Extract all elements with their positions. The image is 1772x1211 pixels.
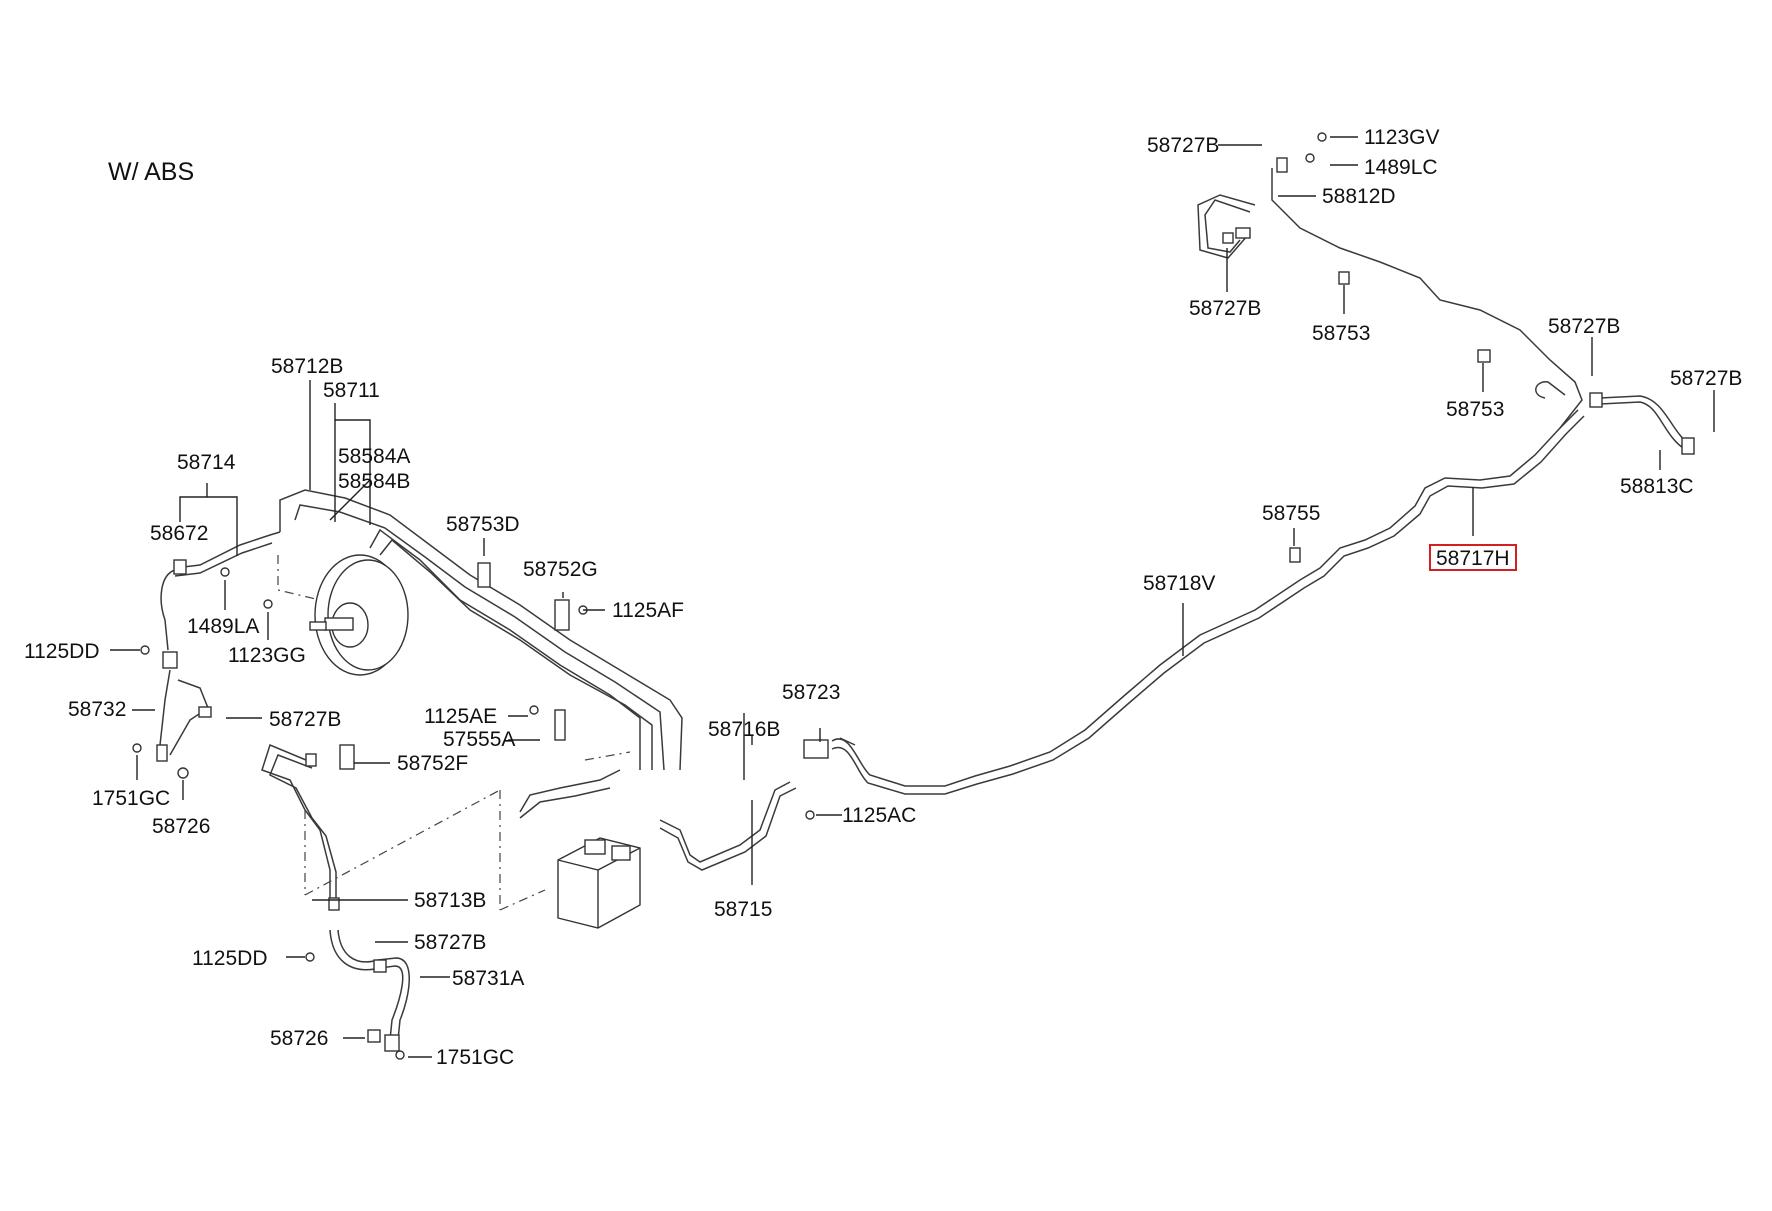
- diagram-title: W/ ABS: [108, 158, 194, 186]
- label-1125dd-left[interactable]: 1125DD: [24, 640, 100, 663]
- label-58753d[interactable]: 58753D: [446, 513, 520, 536]
- label-58715[interactable]: 58715: [714, 898, 772, 921]
- highlight-58717h: [1429, 544, 1517, 571]
- brake-booster: [309, 554, 409, 676]
- abs-inlet-lines: [519, 769, 621, 819]
- label-1751gc-bottom[interactable]: 1751GC: [436, 1046, 514, 1069]
- abs-to-58715-b: [659, 787, 797, 871]
- label-1489la[interactable]: 1489LA: [187, 615, 259, 638]
- label-58752g[interactable]: 58752G: [523, 558, 598, 581]
- label-1751gc-left[interactable]: 1751GC: [92, 787, 170, 810]
- upper-rear-line-loop-2: [1197, 194, 1256, 259]
- main-brake-line-upper: [831, 409, 1579, 787]
- label-58711[interactable]: 58711: [323, 379, 380, 402]
- hose-58731a: [329, 929, 404, 1041]
- abs-module: [557, 837, 641, 929]
- label-58753-mid[interactable]: 58753: [1446, 398, 1504, 421]
- line-58713b-b: [269, 754, 337, 910]
- label-58726-left[interactable]: 58726: [152, 815, 210, 838]
- fittings: [156, 157, 1695, 1052]
- label-58726-bottom[interactable]: 58726: [270, 1027, 328, 1050]
- brake-pipes: [159, 168, 1691, 1041]
- label-58813c[interactable]: 58813C: [1620, 475, 1694, 498]
- label-58727b-bottom[interactable]: 58727B: [414, 931, 486, 954]
- label-58752f[interactable]: 58752F: [397, 752, 468, 775]
- label-57555a[interactable]: 57555A: [443, 728, 515, 751]
- line-58714-b: [174, 542, 273, 577]
- label-58584b[interactable]: 58584B: [338, 470, 410, 493]
- label-1125ae[interactable]: 1125AE: [424, 705, 497, 728]
- label-1489lc[interactable]: 1489LC: [1364, 156, 1438, 179]
- part-labels: 58727B 1123GV 1489LC 58812D 58727B 58753…: [24, 126, 1742, 1069]
- dashdot-guides: [277, 555, 631, 911]
- label-58712b[interactable]: 58712B: [271, 355, 343, 378]
- label-58731a[interactable]: 58731A: [452, 967, 524, 990]
- front-line-2: [294, 504, 665, 771]
- label-1123gg[interactable]: 1123GG: [228, 644, 306, 667]
- label-58727b-left[interactable]: 58727B: [269, 708, 341, 731]
- abs-to-58715-a: [659, 781, 791, 863]
- label-58718v[interactable]: 58718V: [1143, 572, 1215, 595]
- label-58727b-right[interactable]: 58727B: [1548, 315, 1620, 338]
- hose-58813c-b: [1599, 401, 1687, 451]
- label-58727b-far-right[interactable]: 58727B: [1670, 367, 1742, 390]
- hose-58672: [160, 569, 176, 651]
- label-58672[interactable]: 58672: [150, 522, 208, 545]
- front-line-3: [369, 528, 641, 770]
- main-brake-line-lower: [831, 415, 1585, 795]
- front-line-1: [279, 489, 683, 771]
- upper-rear-line-loop: [1204, 199, 1251, 253]
- label-58727b-mid[interactable]: 58727B: [1189, 297, 1261, 320]
- upper-rear-line: [1271, 168, 1583, 429]
- line-58714: [174, 531, 281, 569]
- label-58713b[interactable]: 58713B: [414, 889, 486, 912]
- label-58584a[interactable]: 58584A: [338, 445, 410, 468]
- label-1125dd-bottom[interactable]: 1125DD: [192, 947, 268, 970]
- bolts: [132, 132, 1327, 1060]
- leader-lines: [110, 136, 1715, 1058]
- label-58755[interactable]: 58755: [1262, 502, 1320, 525]
- label-58812d[interactable]: 58812D: [1322, 185, 1396, 208]
- label-58723[interactable]: 58723: [782, 681, 840, 704]
- label-1123gv[interactable]: 1123GV: [1364, 126, 1440, 149]
- line-58713b: [261, 743, 331, 910]
- front-line-4: [379, 538, 653, 770]
- label-1125ac[interactable]: 1125AC: [842, 804, 916, 827]
- rear-loop-right: [1535, 381, 1566, 399]
- hose-58731a-b: [337, 929, 410, 1041]
- label-58717h[interactable]: 58717H: [1436, 547, 1510, 570]
- label-58732[interactable]: 58732: [68, 698, 126, 721]
- label-58727b-top[interactable]: 58727B: [1147, 134, 1219, 157]
- line-58723: [839, 737, 856, 746]
- label-58753-top[interactable]: 58753: [1312, 322, 1370, 345]
- label-1125af[interactable]: 1125AF: [612, 599, 684, 622]
- label-58714[interactable]: 58714: [177, 451, 236, 474]
- label-58716b[interactable]: 58716B: [708, 718, 780, 741]
